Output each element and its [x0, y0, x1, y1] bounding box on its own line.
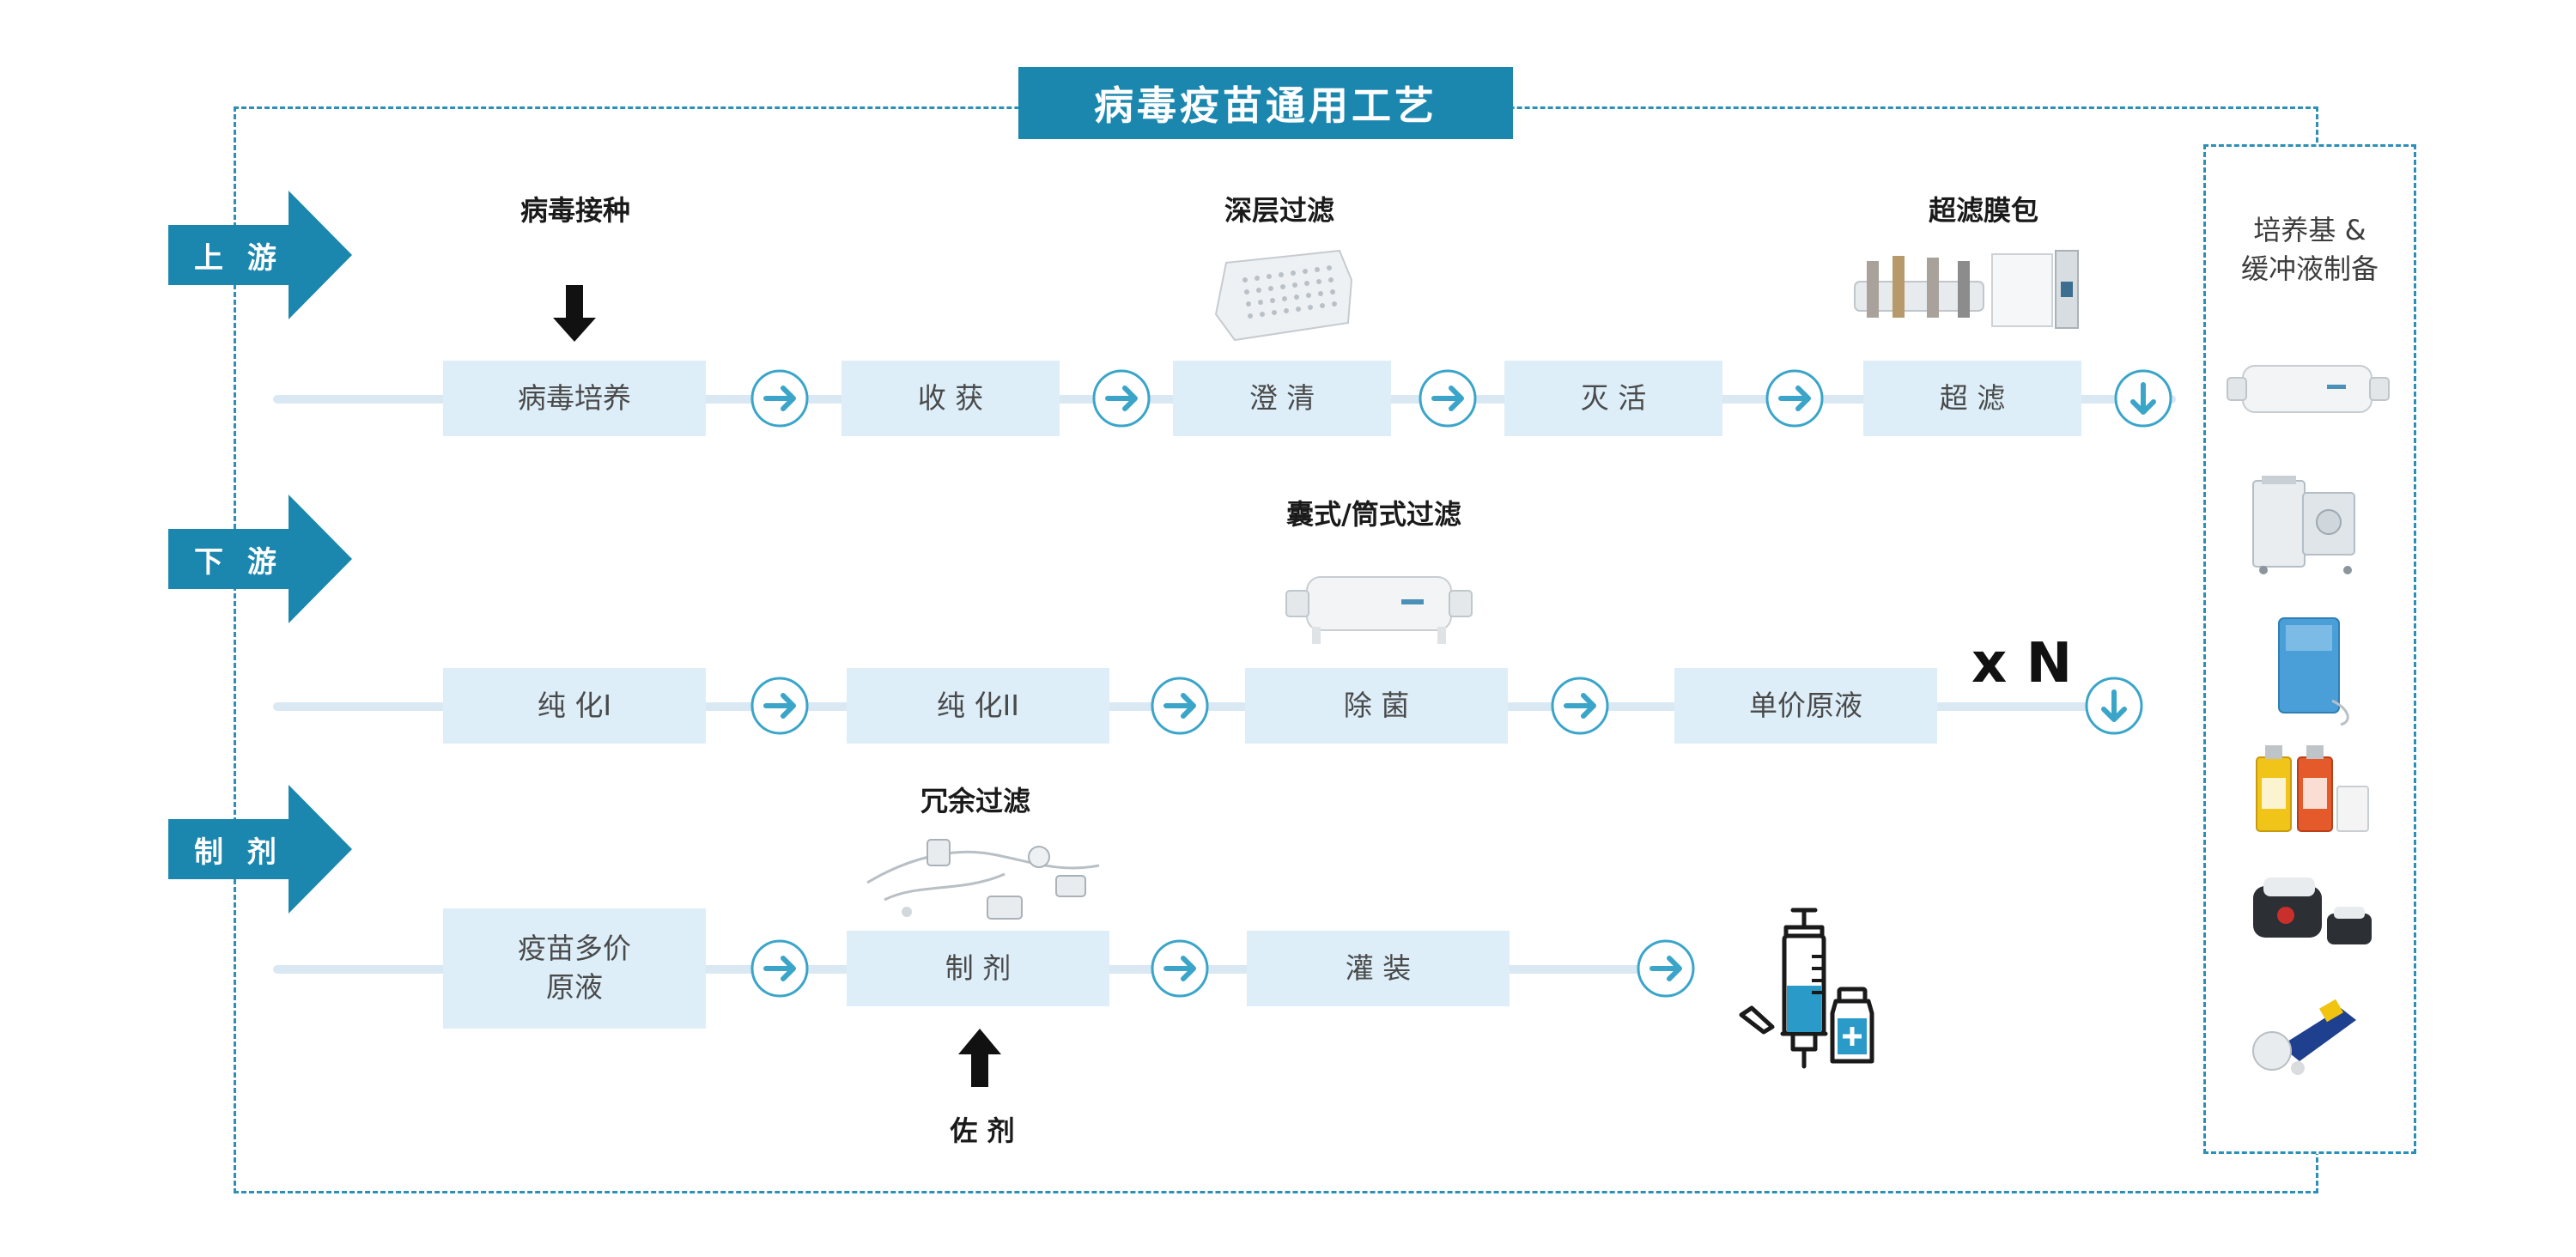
- circle-arrow-right-icon: [750, 677, 809, 735]
- step-purification-1[interactable]: 纯 化I: [443, 668, 706, 744]
- step-clarification[interactable]: 澄 清: [1173, 361, 1391, 436]
- circle-arrow-right-icon: [1419, 369, 1477, 428]
- uf-cassette-device-icon: [1854, 250, 2079, 329]
- label-adjuvant: 佐 剂: [950, 1114, 1015, 1147]
- sidebar-bioprocess-bag-icon: [2278, 617, 2349, 726]
- stage-arrow-icon: [168, 495, 352, 623]
- circle-arrow-right-icon: [1551, 677, 1609, 735]
- circle-arrow-right-icon: [750, 939, 809, 998]
- stage-label-downstream: 下 游: [194, 544, 283, 580]
- step-harvest[interactable]: 收 获: [841, 361, 1060, 436]
- circle-arrow-right-icon: [1637, 939, 1695, 998]
- circle-arrow-right-icon: [1151, 939, 1209, 998]
- arrow-down-icon: [553, 285, 596, 342]
- multiplier-label: x N: [1971, 632, 2073, 695]
- circle-arrow-down-icon: [2114, 369, 2172, 428]
- circle-arrow-right-icon: [1765, 369, 1824, 428]
- stage-label-formulation: 制 剂: [194, 835, 283, 870]
- stage-label-upstream: 上 游: [194, 240, 283, 276]
- circle-arrow-right-icon: [1092, 369, 1151, 428]
- step-purification-2[interactable]: 纯 化II: [847, 668, 1109, 744]
- stage-arrow-icon: [168, 191, 352, 319]
- stage-downstream: 下 游: [168, 495, 352, 623]
- label-virus-inoculation: 病毒接种: [519, 194, 630, 227]
- arrow-up-icon: [958, 1029, 1001, 1087]
- sidebar-tube-sealer-icon: [2253, 877, 2372, 944]
- step-virus-culture[interactable]: 病毒培养: [443, 361, 706, 436]
- step-monovalent-bulk[interactable]: 单价原液: [1674, 668, 1937, 744]
- label-redundant-filtration: 冗余过滤: [920, 785, 1030, 817]
- step-sterilization[interactable]: 除 菌: [1245, 668, 1508, 744]
- sidebar-title: 培养基 & 缓冲液制备: [2240, 214, 2379, 285]
- capsule-filter-device-icon: [1285, 576, 1473, 644]
- step-multivalent-bulk[interactable]: 疫苗多价 原液: [443, 908, 706, 1029]
- circle-arrow-down-icon: [2085, 677, 2143, 735]
- step-filling[interactable]: 灌 装: [1247, 931, 1510, 1006]
- page-title: 病毒疫苗通用工艺: [1018, 67, 1513, 139]
- circle-arrow-right-icon: [750, 369, 809, 428]
- label-depth-filtration: 深层过滤: [1224, 194, 1334, 227]
- stage-arrow-icon: [168, 785, 352, 914]
- depth-filter-device-icon: [1214, 249, 1353, 342]
- stage-formulation: 制 剂: [168, 785, 352, 914]
- sidebar-frame: [2203, 144, 2416, 1154]
- sidebar-mixing-system-icon: [2252, 476, 2355, 574]
- label-capsule-filtration: 囊式/筒式过滤: [1286, 498, 1461, 531]
- label-uf-cassette: 超滤膜包: [1928, 194, 2038, 227]
- syringe-vial-icon: [1739, 908, 1874, 1069]
- step-ultrafiltration[interactable]: 超 滤: [1863, 361, 2081, 436]
- step-formulation[interactable]: 制 剂: [847, 931, 1109, 1006]
- sidebar-capsule-filter-icon: [2227, 365, 2390, 413]
- stage-upstream: 上 游: [168, 191, 352, 319]
- sidebar-media-bottles-icon: [2256, 745, 2369, 832]
- circle-arrow-right-icon: [1151, 677, 1209, 735]
- redundant-filter-assembly-icon: [866, 839, 1100, 920]
- step-inactivation[interactable]: 灭 活: [1504, 361, 1722, 436]
- sidebar-tube-welder-icon: [2252, 999, 2356, 1075]
